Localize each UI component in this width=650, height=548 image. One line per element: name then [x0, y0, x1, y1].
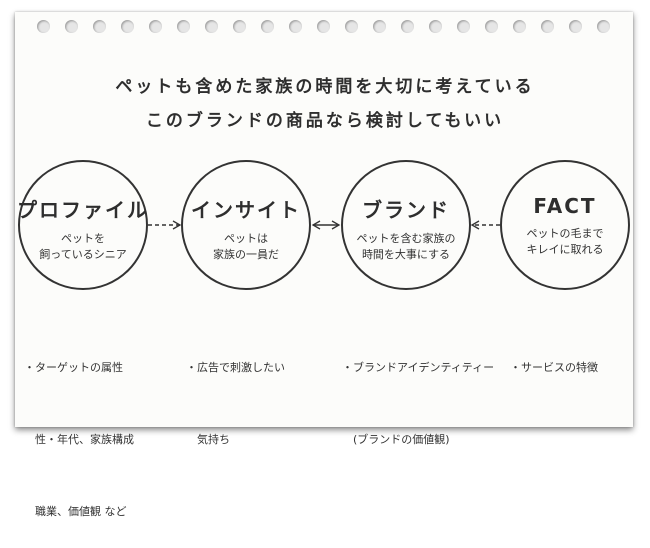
binder-hole	[457, 20, 470, 33]
binder-hole	[485, 20, 498, 33]
notes-fact: ・サービスの特徴	[510, 308, 598, 404]
note-line: ・ブランドアイデンティティー	[342, 361, 495, 374]
node-circle-brand	[341, 160, 471, 290]
binder-hole	[37, 20, 50, 33]
note-line: ・ターゲットの属性	[24, 361, 123, 374]
heading-line-2: このブランドの商品なら検討してもいい	[145, 111, 505, 131]
note-line: 職業、価値観 など	[24, 505, 127, 518]
node-subtitle-line: ペットの毛まで	[526, 227, 604, 240]
node-subtitle: ペットの毛まで キレイに取れる	[499, 226, 631, 258]
node-circle-fact	[500, 160, 630, 290]
node-subtitle-line: 飼っているシニア	[39, 248, 127, 261]
note-line: ・広告で刺激したい	[186, 361, 285, 374]
binder-hole	[345, 20, 358, 33]
binder-hole	[65, 20, 78, 33]
note-line: 性・年代、家族構成	[24, 433, 134, 446]
paper-sheet	[15, 12, 633, 427]
note-line: ・サービスの特徴	[510, 361, 598, 374]
binder-hole	[261, 20, 274, 33]
binder-hole	[401, 20, 414, 33]
node-insight: インサイト ペットは 家族の一員だ	[180, 194, 312, 263]
binder-hole	[233, 20, 246, 33]
node-subtitle: ペットは 家族の一員だ	[180, 231, 312, 263]
node-brand: ブランド ペットを含む家族の 時間を大事にする	[340, 194, 472, 263]
binder-hole	[513, 20, 526, 33]
node-subtitle-line: ペットを含む家族の	[356, 232, 456, 245]
binder-hole	[93, 20, 106, 33]
binder-hole	[149, 20, 162, 33]
node-subtitle: ペットを 飼っているシニア	[17, 231, 149, 263]
binder-hole	[373, 20, 386, 33]
node-subtitle-line: キレイに取れる	[526, 243, 604, 256]
node-circle-insight	[181, 160, 311, 290]
binder-hole	[317, 20, 330, 33]
binder-hole	[177, 20, 190, 33]
notes-insight: ・広告で刺激したい 気持ち	[186, 308, 285, 476]
node-subtitle-line: 時間を大事にする	[361, 248, 451, 261]
node-subtitle: ペットを含む家族の 時間を大事にする	[340, 231, 472, 263]
binder-hole	[205, 20, 218, 33]
binder-hole	[121, 20, 134, 33]
notes-profile: ・ターゲットの属性 性・年代、家族構成 職業、価値観 など	[24, 308, 134, 548]
binder-hole	[429, 20, 442, 33]
node-title: ブランド	[362, 198, 450, 222]
note-line: (ブランドの価値観)	[342, 433, 450, 446]
node-profile: プロファイル ペットを 飼っているシニア	[17, 194, 149, 263]
node-title: FACT	[533, 194, 597, 218]
binder-hole	[569, 20, 582, 33]
flow-diagram	[18, 160, 630, 290]
binder-hole	[289, 20, 302, 33]
node-circle-profile	[18, 160, 148, 290]
node-title: インサイト	[191, 198, 301, 222]
node-subtitle-line: ペットを	[61, 232, 105, 245]
node-subtitle-line: 家族の一員だ	[213, 248, 279, 261]
binder-hole	[597, 20, 610, 33]
notes-brand: ・ブランドアイデンティティー (ブランドの価値観)	[342, 308, 494, 476]
node-subtitle-line: ペットは	[224, 232, 268, 245]
note-line: 気持ち	[186, 433, 230, 446]
node-title: プロファイル	[17, 198, 149, 222]
heading-line-1: ペットも含めた家族の時間を大切に考えている	[115, 77, 535, 97]
node-fact: FACT ペットの毛まで キレイに取れる	[499, 194, 631, 258]
binder-hole	[541, 20, 554, 33]
